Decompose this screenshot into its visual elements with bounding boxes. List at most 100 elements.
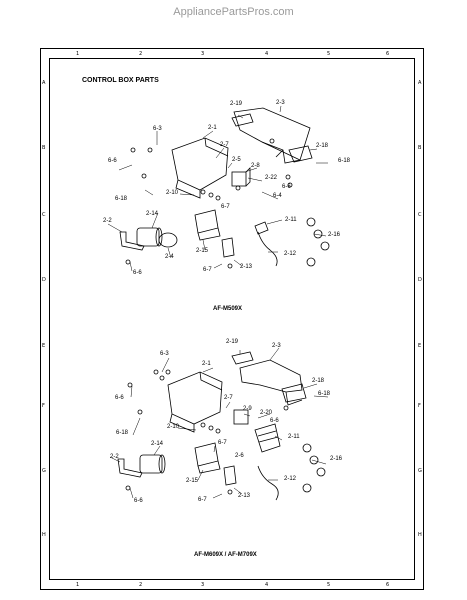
part-callout-top: 6-6 <box>108 158 117 164</box>
part-callout-bottom: 2-12 <box>284 476 297 482</box>
grid-row-marker-left: C <box>42 212 46 218</box>
part-callout-top: 2-5 <box>232 157 241 163</box>
part-callout-bottom: 2-16 <box>330 456 343 462</box>
part-callout-bottom: 2-6 <box>235 453 244 459</box>
part-callout-top: 2-3 <box>276 100 285 106</box>
switch-assembly-top <box>194 209 219 234</box>
part-callout-top: 2-13 <box>240 264 253 270</box>
grid-row-marker-left: E <box>42 343 46 349</box>
grid-row-marker-right: G <box>418 468 422 474</box>
harness-2-12-top <box>257 231 278 267</box>
part-2-18-top <box>288 145 313 163</box>
grid-row-marker-left: B <box>42 145 46 151</box>
grid-row-marker-right: A <box>418 80 422 86</box>
part-callout-top: 2-15 <box>196 248 209 254</box>
part-callout-top: 2-18 <box>316 143 329 149</box>
part-callout-bottom: 2-7 <box>224 395 233 401</box>
screw-top-1 <box>130 147 136 153</box>
part-callout-top: 6-7 <box>221 204 230 210</box>
clip-2-16a-top <box>306 217 316 227</box>
grid-column-marker-bottom: 3 <box>201 582 205 588</box>
part-callout-bottom: 6-6 <box>115 395 124 401</box>
part-callout-top: 6-4 <box>273 193 282 199</box>
part-callout-top: 6-3 <box>153 126 162 132</box>
part-callout-top: 2-8 <box>251 163 260 169</box>
part-callout-bottom: 2-11 <box>288 434 300 440</box>
grid-column-marker-bottom: 2 <box>139 582 143 588</box>
part-callout-bottom: 6-3 <box>160 351 169 357</box>
part-callout-bottom: 6-7 <box>218 440 227 446</box>
grid-row-marker-left: A <box>42 80 46 86</box>
bracket-2-2-bottom <box>117 458 143 478</box>
grid-column-marker-bottom: 4 <box>265 582 269 588</box>
grid-column-marker-top: 1 <box>76 51 80 57</box>
harness-2-12-bottom <box>257 465 279 501</box>
part-callout-top: 2-22 <box>265 175 278 181</box>
part-callout-bottom: 2-2 <box>110 454 119 460</box>
part-callout-top: 2-14 <box>146 211 159 217</box>
grid-row-marker-left: D <box>42 277 46 283</box>
part-callout-bottom: 6-7 <box>198 497 207 503</box>
motor-bottom <box>139 454 163 474</box>
relay-bottom <box>233 409 249 425</box>
part-callout-top: 6-18 <box>115 196 128 202</box>
part-callout-bottom: 2-13 <box>238 493 251 499</box>
part-callout-top: 2-12 <box>284 251 297 257</box>
grid-row-marker-right: E <box>418 343 422 349</box>
grid-row-marker-right: C <box>418 212 422 218</box>
part-2-19-bottom <box>231 351 254 365</box>
bracket-2-2-top <box>119 231 145 251</box>
part-2-13-top <box>221 237 235 258</box>
part-callout-bottom: 2-9 <box>243 406 252 412</box>
part-callout-bottom: 2-14 <box>151 441 164 447</box>
model-label-top: AF-M509X <box>213 306 243 312</box>
part-callout-bottom: 2-15 <box>186 478 199 484</box>
control-plate-bottom <box>167 371 223 425</box>
part-callout-bottom: 6-6 <box>134 498 143 504</box>
part-callout-bottom: 6-18 <box>116 430 129 436</box>
drawing-frame <box>49 58 415 580</box>
grid-column-marker-bottom: 1 <box>76 582 80 588</box>
part-callout-top: 2-4 <box>165 254 174 260</box>
grid-row-marker-left: F <box>42 403 45 409</box>
grid-row-marker-left: G <box>42 468 46 474</box>
switch-assembly-bottom <box>194 442 219 467</box>
grid-column-marker-top: 5 <box>327 51 331 57</box>
grid-row-marker-left: H <box>42 532 46 538</box>
part-callout-bottom: 6-6 <box>270 418 279 424</box>
part-callout-bottom: 2-19 <box>226 339 239 345</box>
relay-top <box>231 171 247 187</box>
grid-column-marker-bottom: 5 <box>327 582 331 588</box>
grid-row-marker-right: F <box>418 403 421 409</box>
part-callout-bottom: 6-18 <box>318 391 331 397</box>
section-title: CONTROL BOX PARTS <box>82 77 159 84</box>
part-callout-top: 6-6 <box>282 184 291 190</box>
part-callout-top: 6-6 <box>133 270 142 276</box>
part-callout-bottom: 2-18 <box>312 378 325 384</box>
grid-row-marker-right: D <box>418 277 422 283</box>
part-callout-top: 6-18 <box>338 158 351 164</box>
part-callout-top: 2-2 <box>103 218 112 224</box>
grid-column-marker-top: 4 <box>265 51 269 57</box>
clip-2-16a-bottom <box>302 443 312 453</box>
grid-column-marker-top: 2 <box>139 51 143 57</box>
screw-bottom-1 <box>127 382 133 388</box>
part-callout-top: 2-16 <box>328 232 341 238</box>
part-callout-top: 2-10 <box>166 190 179 196</box>
cover-bottom <box>239 359 303 393</box>
drawing-sheet <box>40 48 424 590</box>
motor-top <box>136 227 160 247</box>
part-2-19-top <box>231 113 254 127</box>
part-2-18-bottom <box>281 383 307 403</box>
part-callout-top: 6-7 <box>203 267 212 273</box>
site-watermark: AppliancePartsPros.com <box>173 6 294 18</box>
grid-column-marker-top: 6 <box>386 51 390 57</box>
part-2-13-bottom <box>223 465 237 486</box>
part-callout-top: 2-1 <box>208 125 217 131</box>
grid-row-marker-right: H <box>418 532 422 538</box>
grid-column-marker-top: 3 <box>201 51 205 57</box>
grid-column-marker-bottom: 6 <box>386 582 390 588</box>
disc-2-4-top <box>158 232 178 248</box>
part-callout-bottom: 2-3 <box>272 343 281 349</box>
